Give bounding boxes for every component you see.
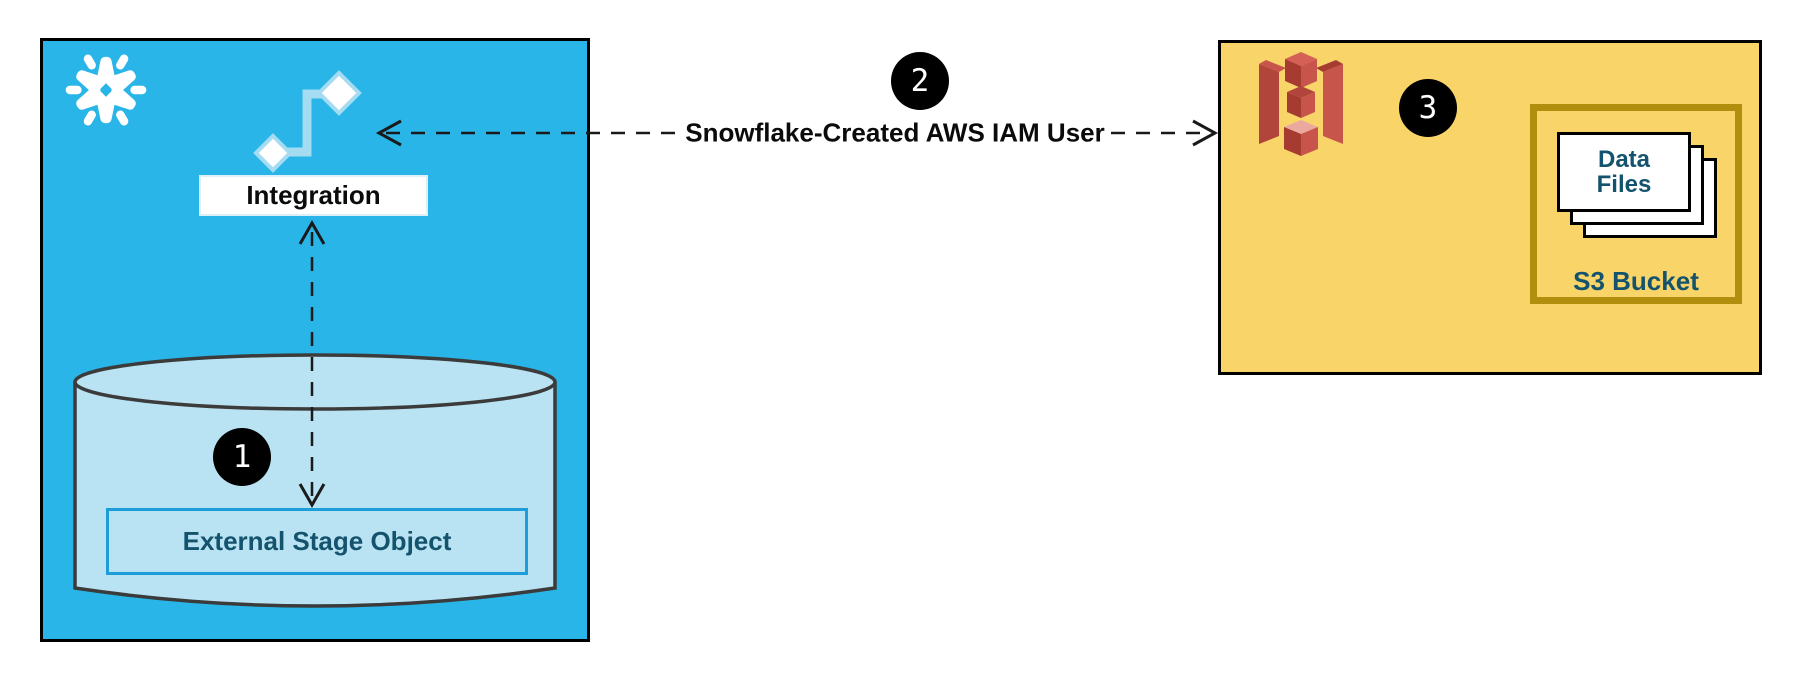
integration-connector-icon — [253, 70, 362, 173]
step-2-badge: 2 — [891, 52, 949, 110]
integration-label: Integration — [246, 180, 381, 210]
integration-stage-arrow — [298, 219, 326, 509]
s3-service-icon — [1259, 52, 1343, 156]
external-stage-box: External Stage Object — [106, 508, 528, 575]
step-3-badge: 3 — [1399, 79, 1457, 137]
external-stage-label: External Stage Object — [182, 526, 452, 556]
data-files-label-line1: Data — [1597, 146, 1651, 173]
step-1-number: 1 — [232, 439, 252, 475]
s3-bucket-box — [1530, 104, 1742, 304]
s3-bucket-label: S3 Bucket — [1573, 266, 1699, 296]
iam-user-arrow-label: Snowflake-Created AWS IAM User — [680, 116, 1110, 150]
step-3-number: 3 — [1418, 90, 1438, 126]
step-2-number: 2 — [910, 63, 930, 99]
step-1-badge: 1 — [213, 428, 271, 486]
data-files-label-line2: Files — [1596, 171, 1652, 198]
data-files-stack-icon: Data Files — [1557, 132, 1691, 212]
snowflake-logo-icon — [65, 54, 147, 126]
integration-box: Integration — [199, 175, 428, 216]
